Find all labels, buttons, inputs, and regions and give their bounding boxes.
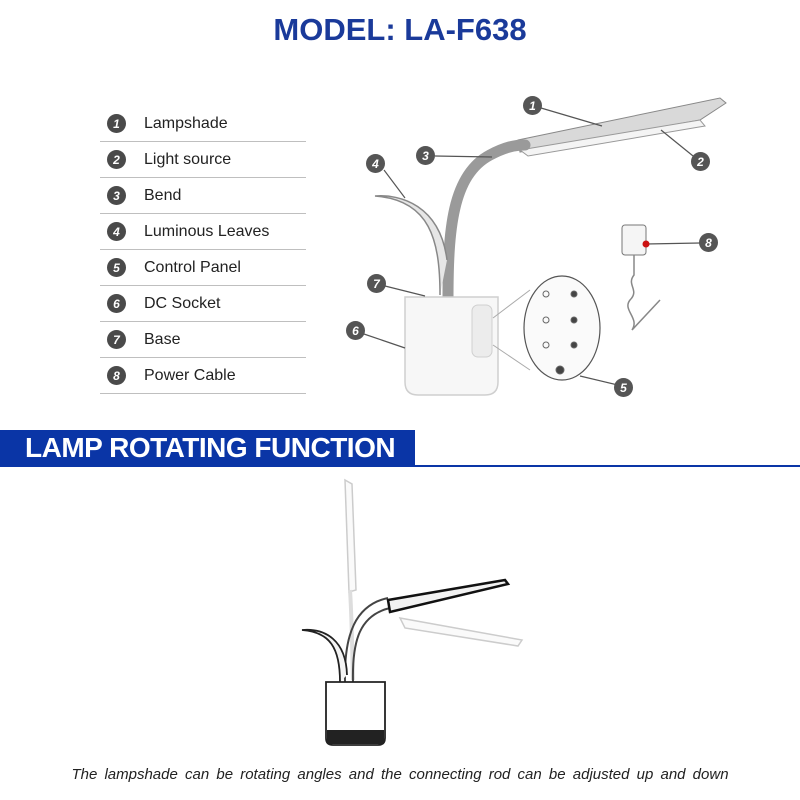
callout-badge: 1 [523,96,542,115]
callout-badge: 7 [367,274,386,293]
part-number-badge: 6 [107,294,126,313]
part-number-badge: 5 [107,258,126,277]
parts-list-item: 7 Base [100,322,306,358]
part-label: Luminous Leaves [144,222,270,240]
parts-list-item: 6 DC Socket [100,286,306,322]
part-label: Control Panel [144,258,241,276]
parts-list-item: 4 Luminous Leaves [100,214,306,250]
callout-badge: 8 [699,233,718,252]
parts-list-item: 3 Bend [100,178,306,214]
callout-badge: 5 [614,378,633,397]
part-label: Base [144,330,181,348]
parts-list-item: 8 Power Cable [100,358,306,394]
parts-list: 1 Lampshade 2 Light source 3 Bend 4 Lumi… [100,106,306,394]
part-number-badge: 7 [107,330,126,349]
callout-badge: 2 [691,152,710,171]
control-panel-zoom [523,275,601,381]
part-number-badge: 1 [107,114,126,133]
parts-list-item: 5 Control Panel [100,250,306,286]
section-banner: LAMP ROTATING FUNCTION [0,430,415,465]
lamp-parts-diagram [360,97,727,396]
part-number-badge: 2 [107,150,126,169]
part-number-badge: 3 [107,186,126,205]
part-label: Light source [144,150,232,168]
caption-text: The lampshade can be rotating angles and… [71,766,729,783]
part-label: DC Socket [144,294,221,312]
luminous-leaf-illustration [374,195,448,296]
power-cable-illustration [621,224,661,331]
callout-badge: 3 [416,146,435,165]
part-label: Bend [144,186,182,204]
part-label: Lampshade [144,114,228,132]
lamp-rotation-illustration [301,478,524,746]
bend-illustration [442,139,531,306]
part-number-badge: 8 [107,366,126,385]
parts-list-item: 1 Lampshade [100,106,306,142]
control-panel-buttons [542,290,578,375]
callout-badge: 4 [366,154,385,173]
section-divider [0,465,800,467]
callout-badge: 6 [346,321,365,340]
part-number-badge: 4 [107,222,126,241]
parts-list-item: 2 Light source [100,142,306,178]
part-label: Power Cable [144,366,236,384]
page-title: MODEL: LA-F638 [273,12,527,47]
